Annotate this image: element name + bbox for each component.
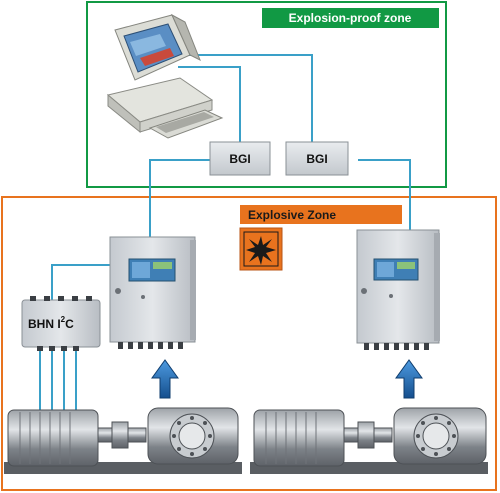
bgi-interface-1: BGI: [209, 141, 271, 176]
motor-pump-2: [250, 407, 488, 474]
explosive-zone-label: Explosive Zone: [248, 208, 336, 222]
control-cabinet-2: [356, 229, 440, 350]
bgi-interface-1-label: BGI: [229, 152, 250, 166]
terminal-box: BHN I2C: [21, 296, 101, 351]
explosion-proof-zone-frame: [86, 1, 447, 188]
terminal-box-label: BHN I2C: [28, 315, 74, 331]
cables: [39, 54, 411, 410]
cabinet-2-lock-icon: [361, 288, 367, 294]
explosion-proof-zone-label: Explosion-proof zone: [289, 11, 412, 25]
explosion-hazard-icon: [239, 227, 283, 271]
arrow-up-icon: [395, 359, 423, 399]
bgi-interface-2-label: BGI: [306, 152, 327, 166]
computer-workstation: [106, 13, 224, 139]
cabinet-1-lock-icon: [115, 288, 121, 294]
explosive-zone-frame: [1, 196, 497, 491]
control-cabinet-1: [109, 236, 196, 349]
motor-2: [253, 409, 345, 467]
explosion-proof-zone-badge: [262, 8, 439, 28]
bgi-interface-2: BGI: [285, 141, 349, 176]
explosive-zone-badge: [240, 205, 402, 224]
motor-1: [7, 409, 99, 467]
motor-pump-1: [4, 407, 242, 474]
arrow-up-icon: [151, 359, 179, 399]
